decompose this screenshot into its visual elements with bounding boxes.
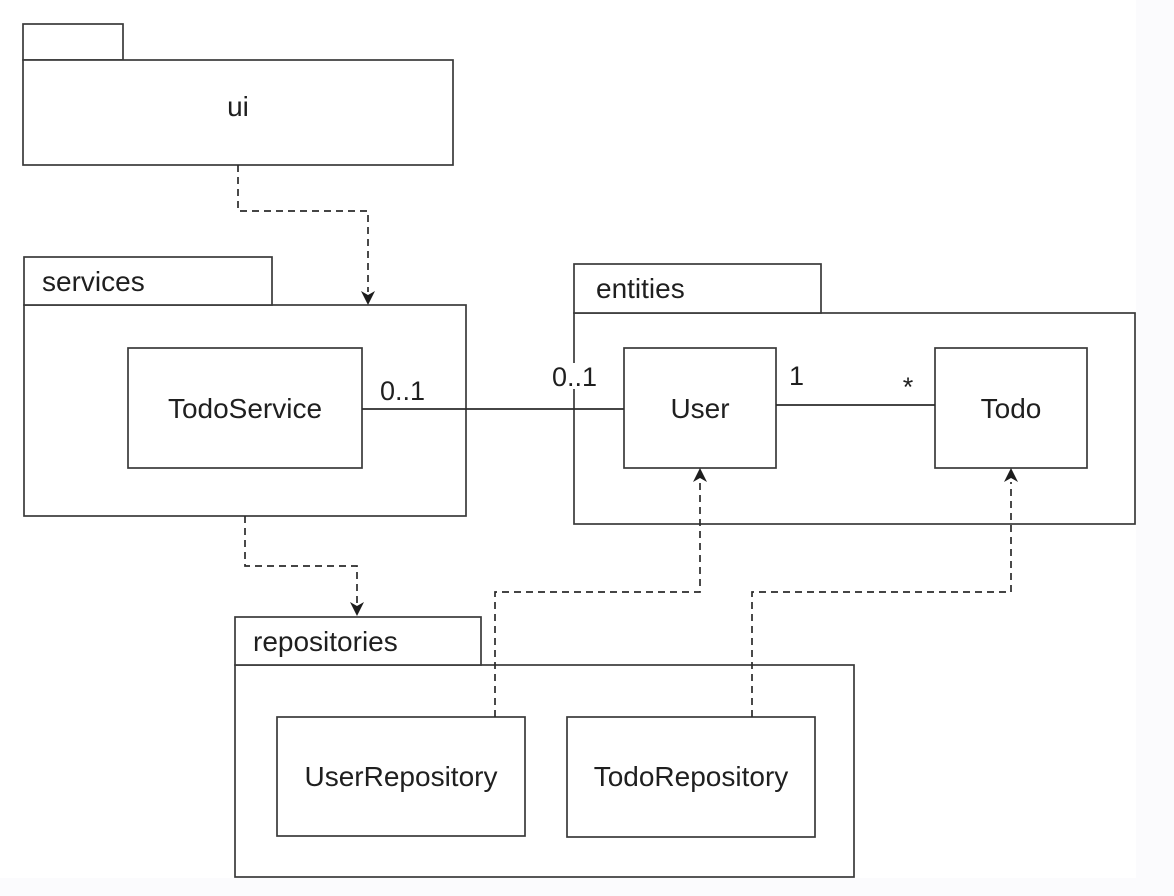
package-services-label: services bbox=[42, 266, 145, 297]
class-todorepository-box[interactable] bbox=[566, 716, 816, 838]
dependency-services-repositories-line[interactable] bbox=[244, 516, 358, 603]
canvas-bottom-margin bbox=[0, 878, 1136, 896]
class-user[interactable]: User bbox=[623, 347, 777, 469]
association-target-multiplicity: * bbox=[903, 372, 914, 402]
dependency-arrowhead-icon bbox=[1004, 468, 1018, 482]
class-todo-label: Todo bbox=[981, 393, 1042, 424]
association-target-multiplicity: 0..1 bbox=[552, 362, 597, 392]
association-source-multiplicity: 1 bbox=[789, 361, 804, 391]
association-source-multiplicity: 0..1 bbox=[380, 376, 425, 406]
dependency-arrowhead-icon bbox=[361, 291, 375, 305]
class-todo-box[interactable] bbox=[934, 347, 1088, 469]
package-repositories-tab[interactable] bbox=[234, 616, 482, 666]
association-user-todo[interactable]: 1 * bbox=[776, 361, 935, 406]
class-todo[interactable]: Todo bbox=[934, 347, 1088, 469]
class-todoservice[interactable]: TodoService bbox=[127, 347, 363, 469]
package-entities-label: entities bbox=[596, 273, 685, 304]
class-userrepository[interactable]: UserRepository bbox=[276, 716, 526, 837]
package-ui-body[interactable] bbox=[22, 59, 454, 166]
package-repositories-label: repositories bbox=[253, 626, 398, 657]
class-todoservice-box[interactable] bbox=[127, 347, 363, 469]
class-todorepository-label: TodoRepository bbox=[594, 761, 789, 792]
package-ui-label: ui bbox=[227, 91, 249, 122]
package-entities-tab[interactable] bbox=[573, 263, 822, 314]
class-todorepository[interactable]: TodoRepository bbox=[566, 716, 816, 838]
class-todoservice-label: TodoService bbox=[168, 393, 322, 424]
multiplicity-label-bg bbox=[376, 380, 426, 403]
package-ui-tab[interactable] bbox=[22, 23, 124, 61]
dependency-services-repositories[interactable] bbox=[244, 516, 364, 616]
dependency-arrowhead-icon bbox=[693, 468, 707, 482]
package-services-tab[interactable] bbox=[23, 256, 273, 306]
package-ui[interactable]: ui bbox=[22, 23, 454, 166]
canvas-right-margin bbox=[1136, 0, 1174, 896]
multiplicity-label-bg bbox=[784, 366, 804, 388]
dependency-todorepository-todo-line[interactable] bbox=[751, 482, 1012, 717]
multiplicity-label-bg bbox=[548, 363, 599, 389]
dependency-userrepository-user-line[interactable] bbox=[494, 482, 701, 717]
class-userrepository-label: UserRepository bbox=[305, 761, 498, 792]
dependency-todorepository-todo[interactable] bbox=[751, 468, 1018, 717]
dependency-arrowhead-icon bbox=[350, 602, 364, 616]
dependency-userrepository-user[interactable] bbox=[494, 468, 707, 717]
multiplicity-label-bg bbox=[898, 370, 918, 388]
dependency-ui-services-line[interactable] bbox=[237, 165, 369, 292]
class-user-label: User bbox=[670, 393, 729, 424]
association-todoservice-user[interactable]: 0..1 0..1 bbox=[362, 362, 624, 410]
class-user-box[interactable] bbox=[623, 347, 777, 469]
class-userrepository-box[interactable] bbox=[276, 716, 526, 837]
dependency-ui-services[interactable] bbox=[237, 165, 375, 305]
